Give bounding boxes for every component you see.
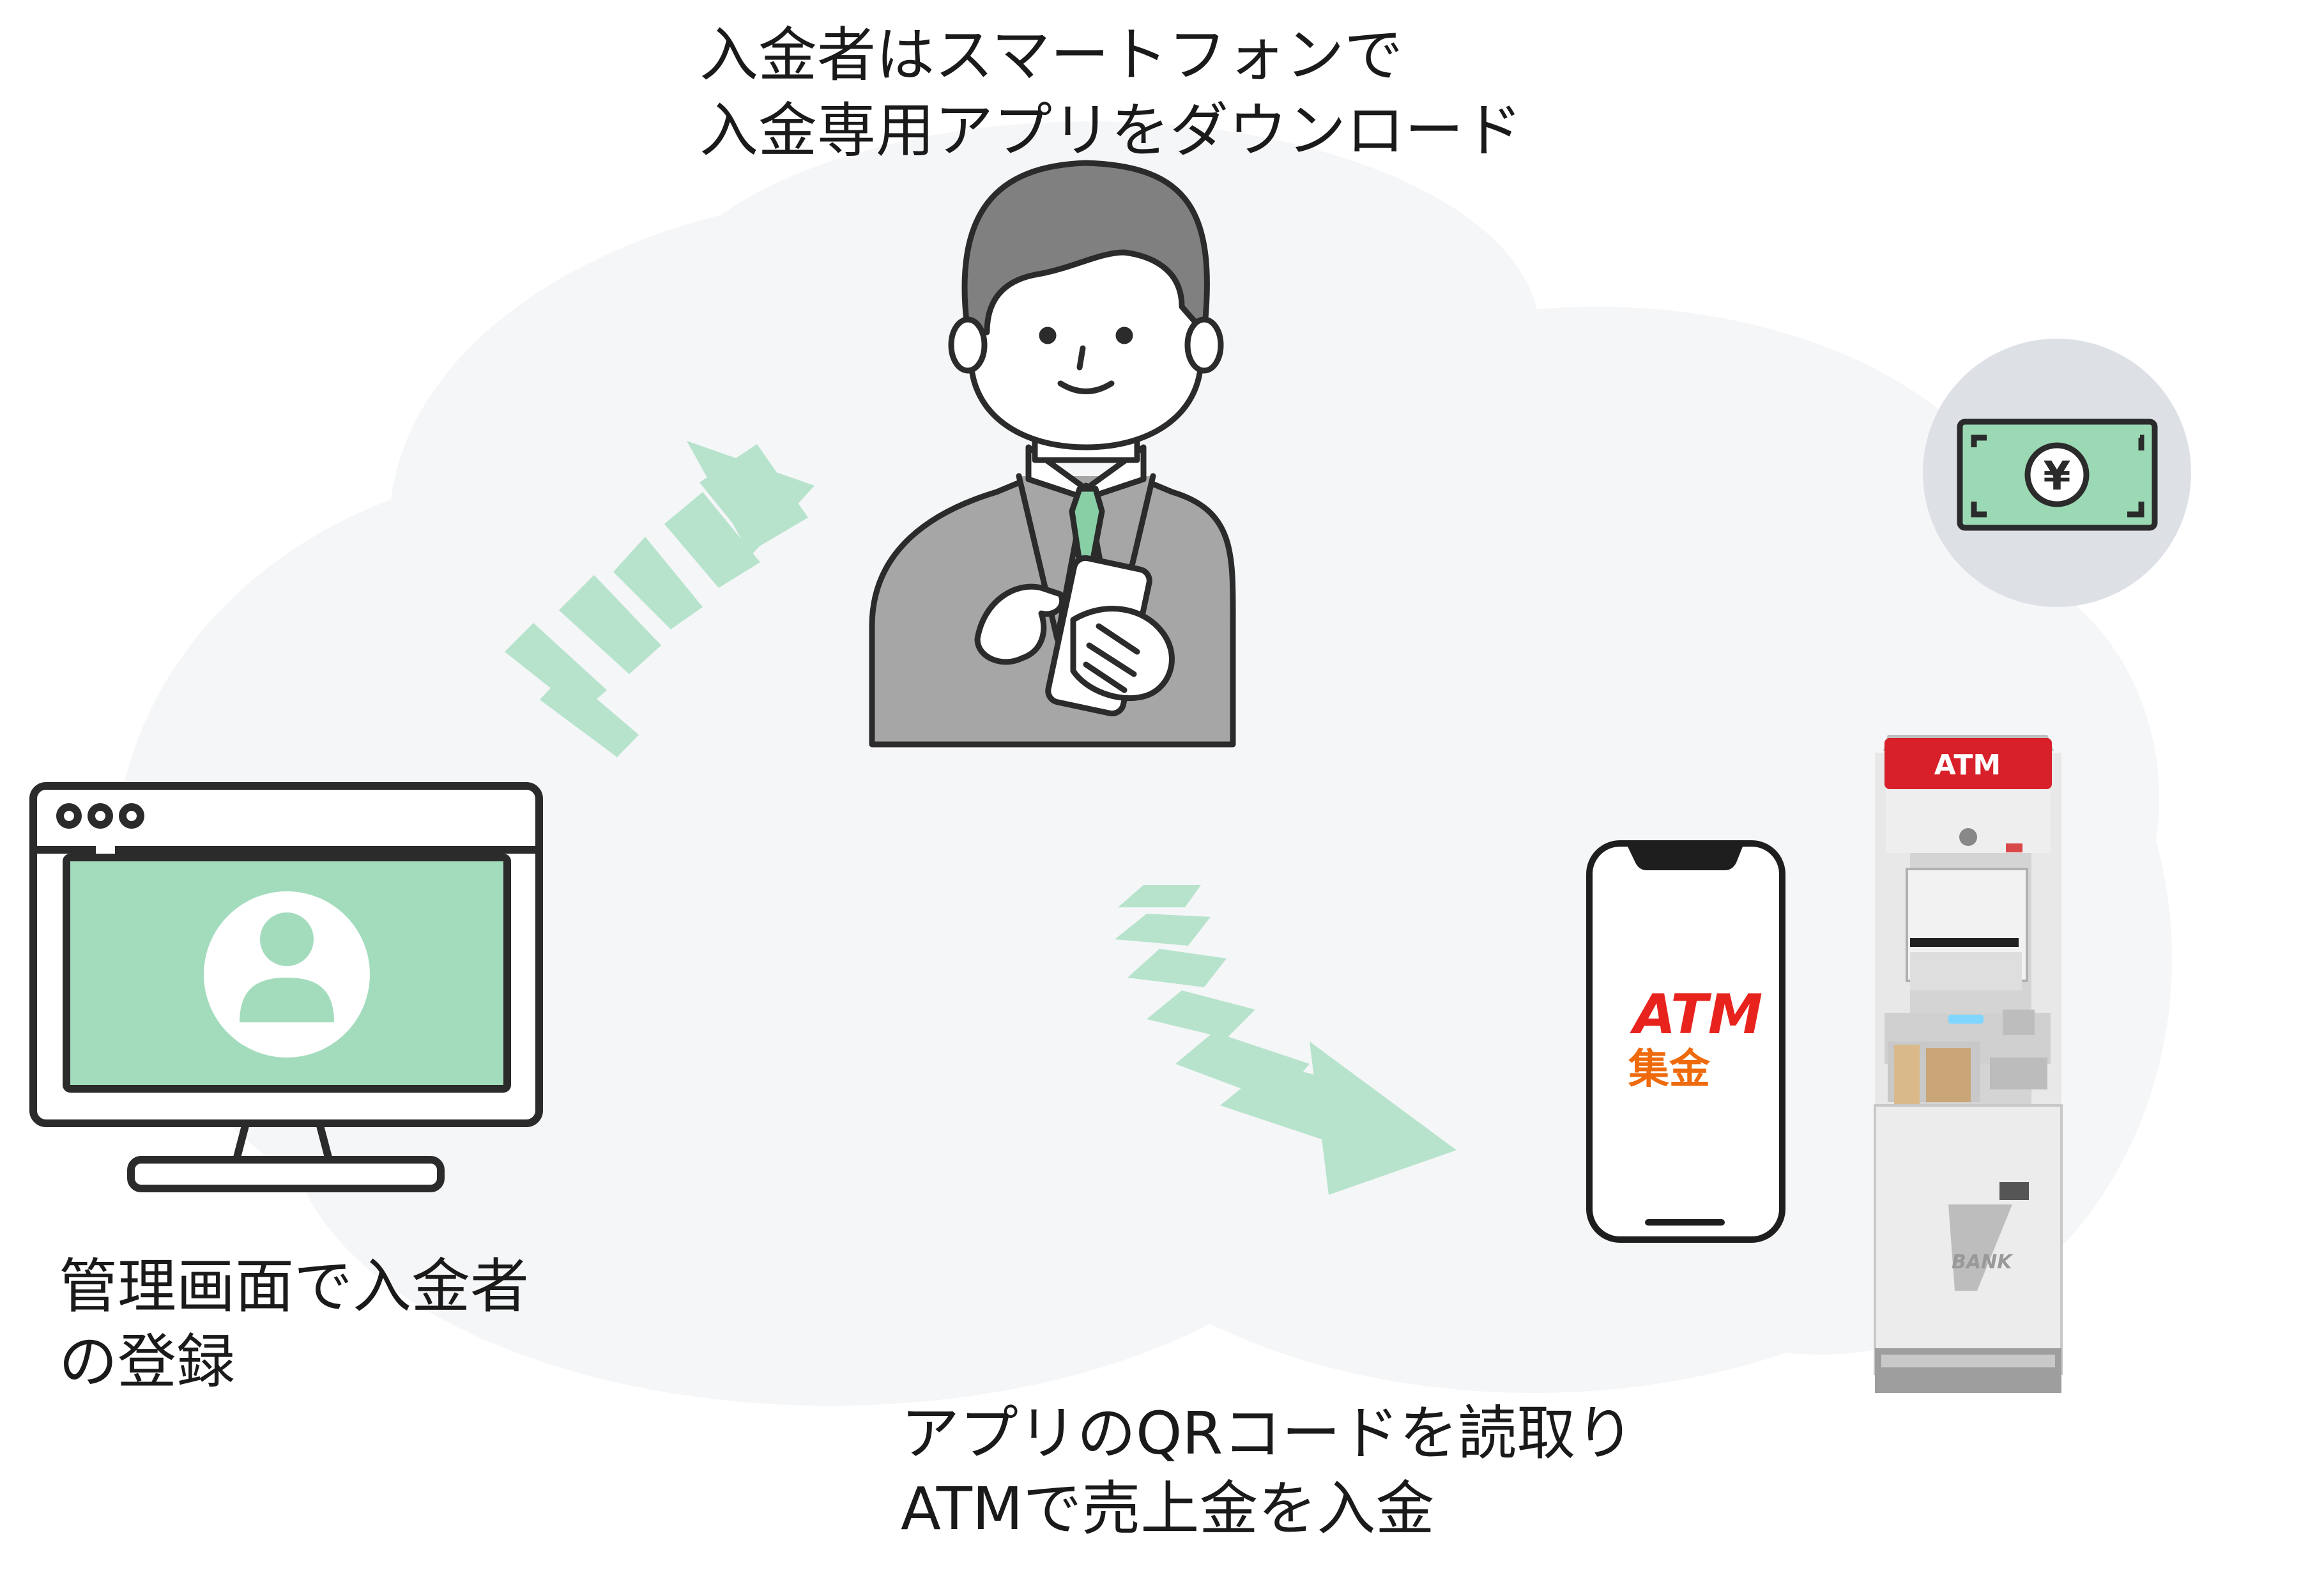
yen-banknote-icon: ¥	[1923, 339, 2191, 607]
flow-arrow-up	[505, 441, 814, 757]
caption-register-depositor: 管理画面で入金者 の登録	[59, 1249, 529, 1400]
businessman-illustration	[869, 160, 1236, 748]
atm-panel-label: BANK	[1952, 1251, 2014, 1273]
svg-text:¥: ¥	[2043, 452, 2070, 499]
user-profile-icon	[204, 891, 370, 1057]
caption-deposit-at-atm-line1: アプリのQRコードを読取り	[901, 1399, 1635, 1468]
flow-arrow-down	[1115, 885, 1456, 1195]
caption-download-app-line1: 入金者はスマートフォンで	[699, 21, 1403, 89]
app-logo-atm: ATM	[1630, 983, 1763, 1047]
smartphone-icon: ATM 集金	[1586, 840, 1785, 1243]
app-logo-shukin: 集金	[1628, 1046, 1711, 1093]
caption-download-app: 入金者はスマートフォンで 入金専用アプリをダウンロード	[699, 18, 1522, 169]
caption-deposit-at-atm-line2: ATMで売上金を入金	[901, 1475, 1435, 1543]
atm-header-label: ATM	[1934, 749, 2001, 781]
caption-deposit-at-atm: アプリのQRコードを読取り ATMで売上金を入金	[901, 1396, 1634, 1547]
atm-machine-image: ATM BANK	[1874, 735, 2063, 1393]
caption-register-depositor-line1: 管理画面で入金者	[59, 1252, 530, 1321]
caption-download-app-line2: 入金専用アプリをダウンロード	[699, 96, 1523, 165]
caption-register-depositor-line2: の登録	[59, 1328, 236, 1396]
